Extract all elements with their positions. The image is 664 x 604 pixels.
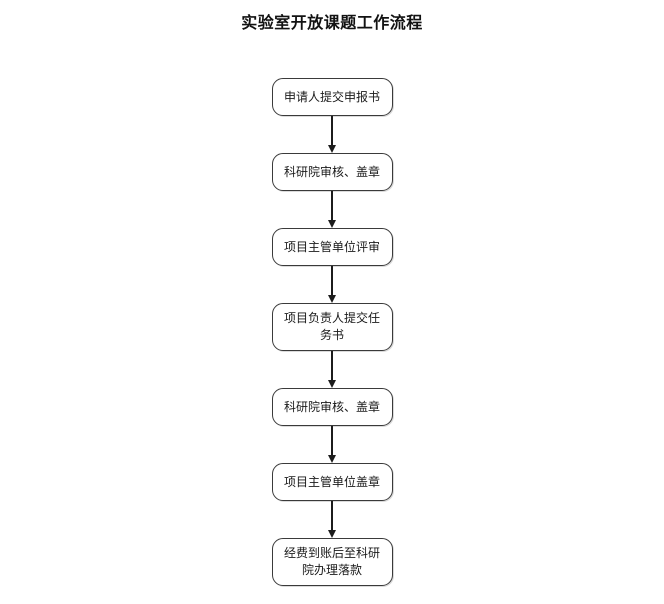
flow-arrow-step-4-to-step-5	[325, 351, 339, 388]
arrow-head-down-icon	[327, 295, 336, 303]
arrow-head-down-icon	[327, 455, 336, 463]
flow-node-label: 经费到账后至科研院办理落款	[283, 546, 380, 577]
flow-node-step-5: 科研院审核、盖章	[271, 388, 393, 426]
flow-arrow-step-2-to-step-3	[325, 191, 339, 228]
arrow-line	[331, 191, 333, 221]
flow-arrow-step-6-to-step-7	[325, 501, 339, 538]
flow-node-step-4: 项目负责人提交任务书	[271, 303, 393, 351]
flow-node-step-6: 项目主管单位盖章	[271, 463, 393, 501]
arrow-line	[331, 426, 333, 456]
flow-arrow-step-1-to-step-2	[325, 116, 339, 153]
page-title: 实验室开放课题工作流程	[241, 13, 423, 32]
flowchart-container: 申请人提交申报书 科研院审核、盖章 项目主管单位评审 项目负责人提交任务书	[0, 78, 664, 586]
flow-node-step-7: 经费到账后至科研院办理落款	[271, 538, 393, 586]
arrow-line	[331, 501, 333, 531]
flow-arrow-step-5-to-step-6	[325, 426, 339, 463]
arrow-line	[331, 351, 333, 381]
flow-node-label: 项目负责人提交任务书	[283, 311, 380, 342]
arrow-head-down-icon	[327, 380, 336, 388]
arrow-head-down-icon	[327, 220, 336, 228]
flow-arrow-step-3-to-step-4	[325, 266, 339, 303]
arrow-line	[331, 266, 333, 296]
flow-node-label: 项目主管单位盖章	[283, 474, 380, 489]
flow-node-label: 申请人提交申报书	[283, 89, 380, 104]
flow-node-step-3: 项目主管单位评审	[271, 228, 393, 266]
arrow-head-down-icon	[327, 530, 336, 538]
flow-node-step-2: 科研院审核、盖章	[271, 153, 393, 191]
flow-node-step-1: 申请人提交申报书	[271, 78, 393, 116]
flow-node-label: 科研院审核、盖章	[283, 399, 380, 414]
arrow-head-down-icon	[327, 145, 336, 153]
arrow-line	[331, 116, 333, 146]
flow-node-label: 科研院审核、盖章	[283, 164, 380, 179]
flow-node-label: 项目主管单位评审	[283, 239, 380, 254]
